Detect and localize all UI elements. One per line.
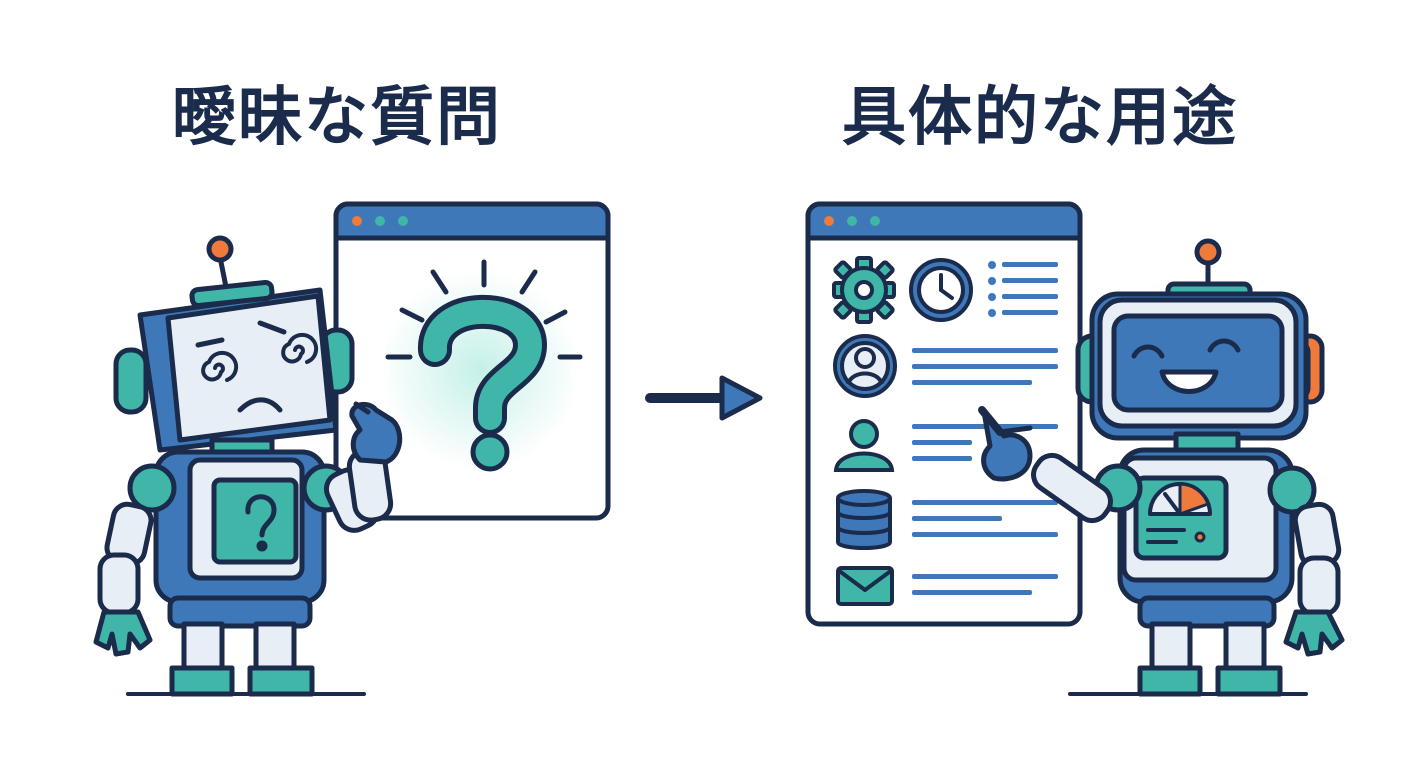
title-specific-use: 具体的な用途 <box>842 81 1238 155</box>
happy-robot <box>978 238 1345 697</box>
gear-icon <box>832 256 896 324</box>
clock-icon <box>909 258 973 322</box>
text-lines-row-2 <box>912 348 1058 385</box>
confused-robot <box>93 235 403 697</box>
question-mark-icon <box>380 259 583 472</box>
text-lines-row-4 <box>912 500 1058 537</box>
database-icon <box>836 489 892 550</box>
envelope-icon <box>836 566 894 606</box>
list-icon <box>988 261 1058 317</box>
arrow-right-icon <box>645 375 763 421</box>
gauge-icon <box>1146 482 1212 544</box>
user-icon <box>833 419 895 472</box>
text-lines-row-5 <box>912 574 1058 595</box>
user-circle-icon <box>833 334 897 398</box>
title-vague-question: 曖昧な質問 <box>172 81 502 155</box>
